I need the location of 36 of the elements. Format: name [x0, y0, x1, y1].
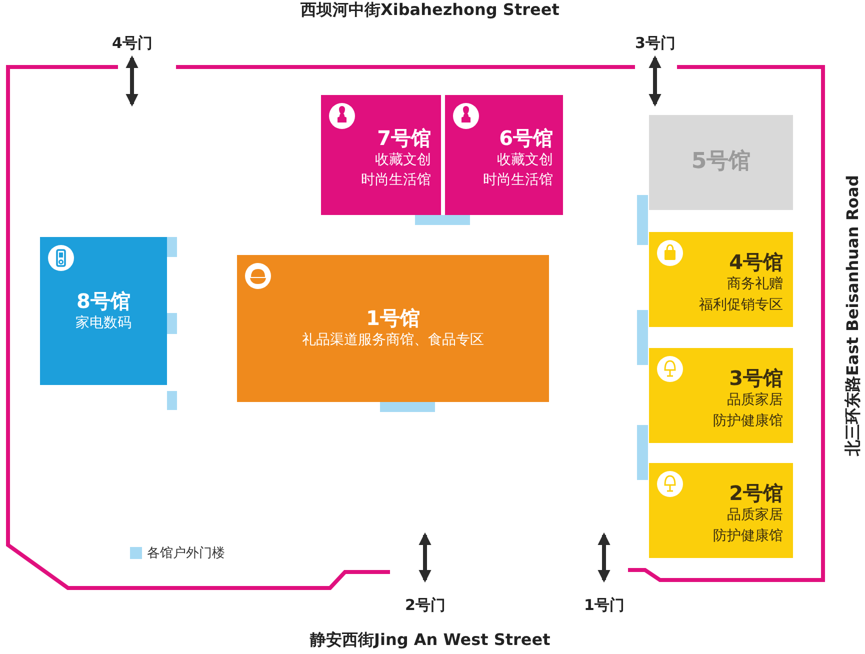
hall-name: 4号馆: [729, 250, 783, 274]
hall-name: 1号馆: [366, 306, 420, 330]
exhibition-hall: [321, 95, 441, 215]
hall-description: 时尚生活馆: [361, 171, 431, 190]
hall-name: 7号馆: [377, 126, 431, 150]
hall-description: 品质家居: [727, 506, 783, 526]
hall-name: 8号馆: [76, 288, 130, 313]
exhibition-hall: [649, 463, 793, 558]
gate-label: 2号门: [405, 596, 446, 614]
hall-name: 6号馆: [499, 126, 553, 150]
hall-name: 3号馆: [729, 366, 783, 390]
hall-description: 品质家居: [727, 391, 783, 410]
hall-description: 商务礼赠: [727, 275, 783, 294]
hall-name: 2号馆: [729, 481, 783, 506]
hall-description: 防护健康馆: [713, 526, 783, 546]
exhibition-hall: [40, 237, 167, 385]
exhibition-hall: [237, 255, 549, 402]
gate-label: 3号门: [635, 34, 676, 52]
street-name: 北三环东路East Beisanhuan Road: [842, 174, 862, 456]
hall-description: 收藏文创: [497, 150, 553, 170]
street-name: 静安西街Jing An West Street: [310, 630, 550, 650]
hall-description: 防护健康馆: [713, 412, 783, 430]
exhibition-hall: [649, 348, 793, 443]
gate-label: 4号门: [112, 34, 152, 52]
hall-description: 收藏文创: [375, 150, 431, 170]
exhibition-hall: [649, 232, 793, 327]
street-name: 西坝河中街Xibahezhong Street: [300, 0, 560, 20]
hall-description: 时尚生活馆: [483, 171, 553, 190]
gate-label: 1号门: [584, 596, 624, 614]
hall-description: 福利促销专区: [699, 296, 783, 314]
hall-description: 礼品渠道服务商馆、食品专区: [302, 331, 484, 350]
legend-text: 各馆户外门楼: [147, 545, 225, 562]
hall-name: 5号馆: [691, 149, 751, 176]
hall-description: 家电数码: [76, 314, 132, 333]
exhibition-hall: [649, 115, 793, 210]
exhibition-hall: [445, 95, 563, 215]
